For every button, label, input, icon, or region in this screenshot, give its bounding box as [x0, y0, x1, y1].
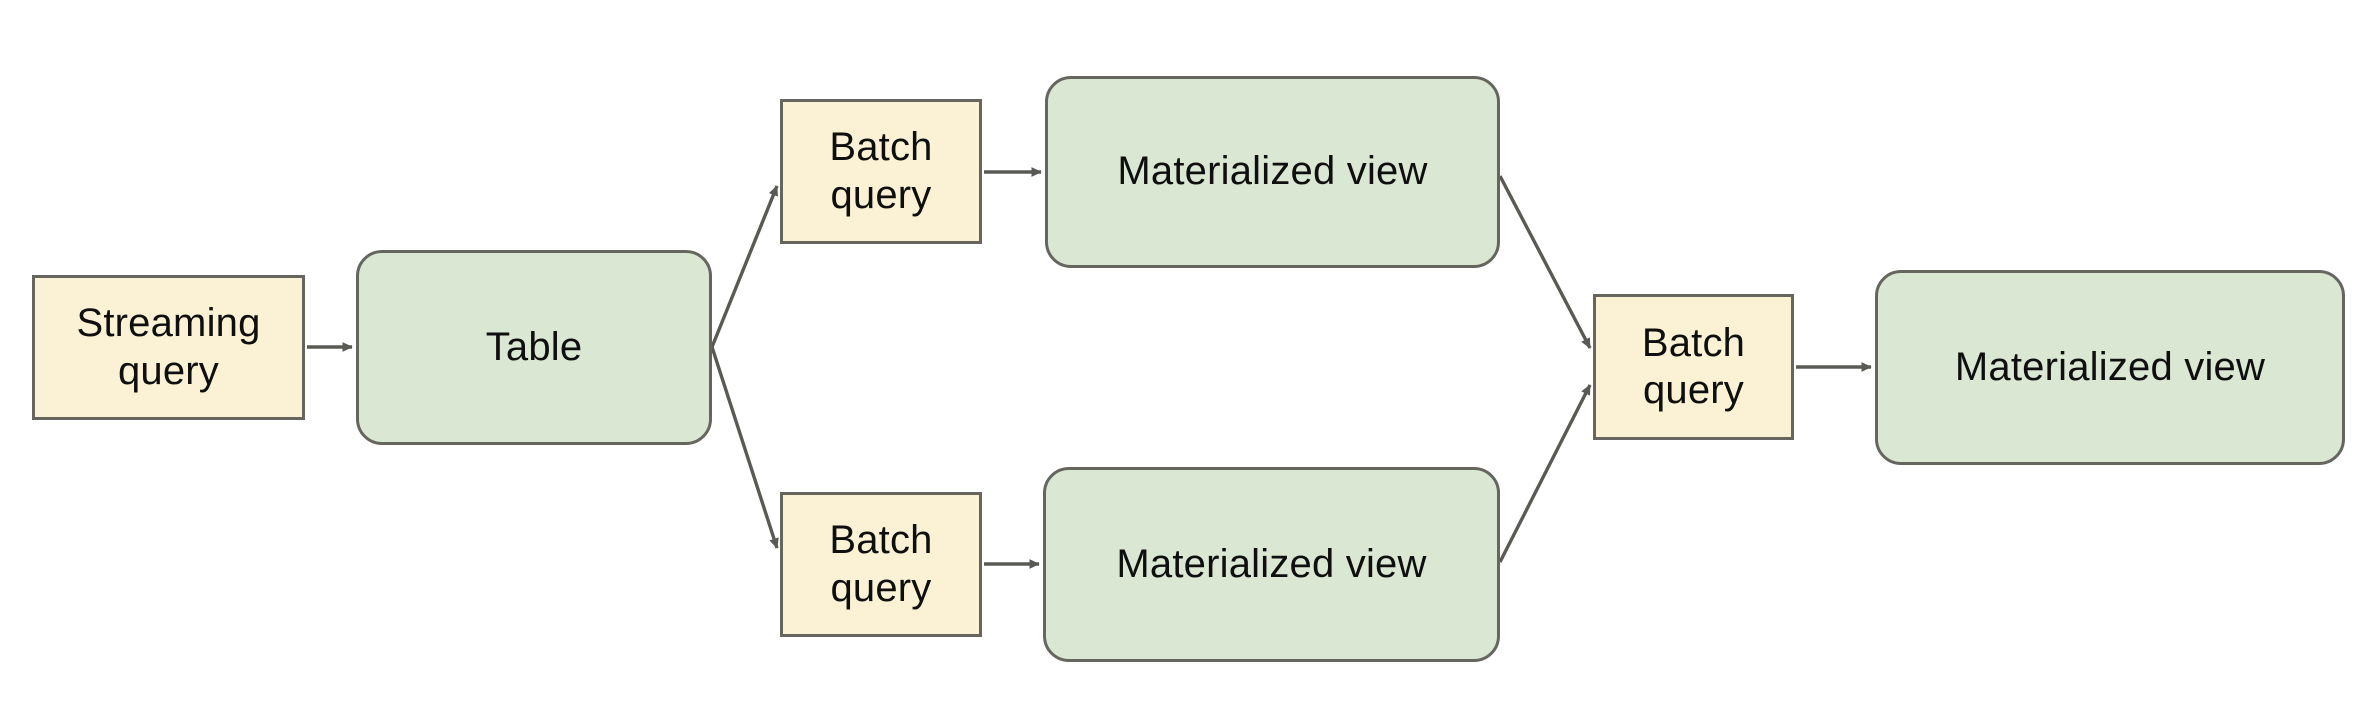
- node-label-batch-query-merge: Batch query: [1641, 320, 1746, 412]
- edge-table-to-batch-query-top: [710, 185, 779, 348]
- node-label-materialized-view-top: Materialized view: [1117, 149, 1428, 194]
- node-label-batch-query-bottom: Batch query: [829, 518, 933, 610]
- node-materialized-view-final[interactable]: Materialized view: [1875, 270, 2345, 465]
- node-table[interactable]: Table: [356, 250, 712, 445]
- node-label-materialized-view-final: Materialized view: [1954, 344, 2266, 389]
- node-materialized-view-bottom[interactable]: Materialized view: [1043, 467, 1500, 662]
- node-batch-query-bottom[interactable]: Batch query: [780, 492, 982, 637]
- node-batch-query-merge[interactable]: Batch query: [1593, 294, 1794, 440]
- edge-table-to-batch-query-bottom: [710, 346, 779, 549]
- node-label-streaming-query: Streaming query: [76, 301, 261, 393]
- node-label-batch-query-top: Batch query: [829, 125, 933, 217]
- node-streaming-query[interactable]: Streaming query: [32, 275, 305, 420]
- edge-materialized-view-bottom-to-batch-query-merge: [1498, 384, 1592, 563]
- edge-materialized-view-top-to-batch-query-merge: [1498, 175, 1592, 349]
- node-materialized-view-top[interactable]: Materialized view: [1045, 76, 1500, 268]
- node-batch-query-top[interactable]: Batch query: [780, 99, 982, 244]
- node-label-materialized-view-bottom: Materialized view: [1116, 541, 1427, 586]
- node-label-table: Table: [485, 324, 583, 369]
